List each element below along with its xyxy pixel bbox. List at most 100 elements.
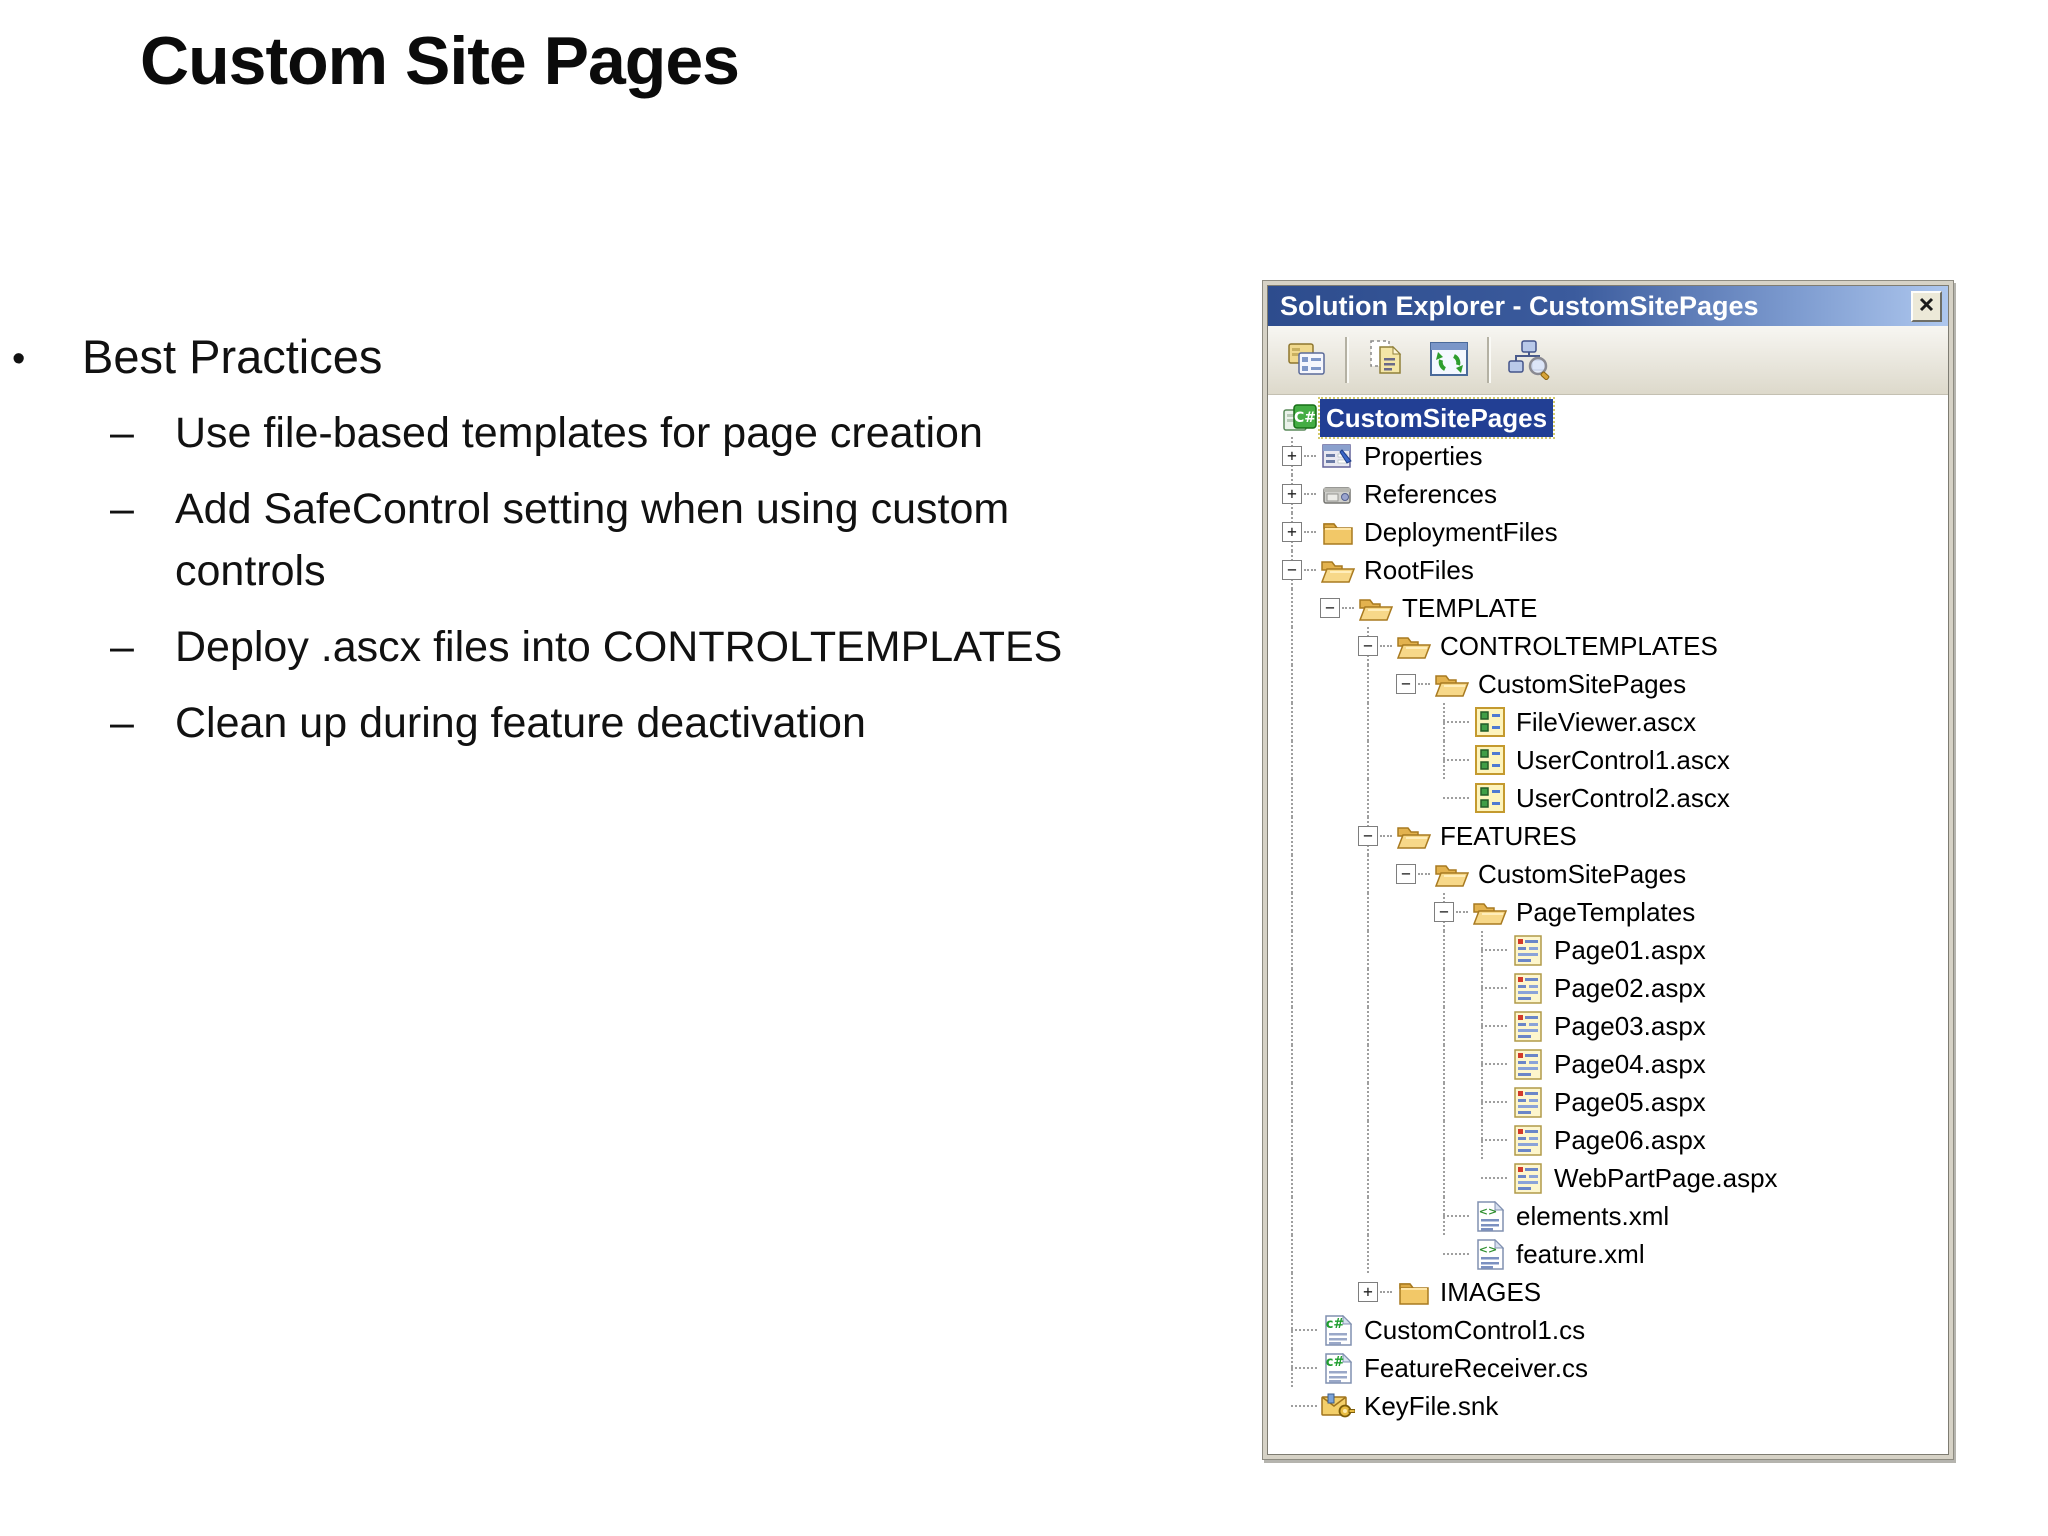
tree-guide-line bbox=[1291, 1121, 1293, 1159]
tree-guide-line bbox=[1443, 1159, 1445, 1197]
tree-guide-line bbox=[1367, 779, 1369, 817]
tree-guide-line bbox=[1367, 893, 1369, 931]
solution-tree: C#CustomSitePages+Properties+References+… bbox=[1268, 395, 1948, 1454]
tree-guide-line bbox=[1367, 1121, 1369, 1159]
tree-item-label[interactable]: elements.xml bbox=[1516, 1201, 1670, 1231]
tree-guide-line bbox=[1367, 1007, 1369, 1045]
collapse-toggle[interactable]: − bbox=[1282, 560, 1302, 580]
close-x-icon bbox=[1918, 296, 1935, 316]
tree-item-label[interactable]: CustomControl1.cs bbox=[1364, 1315, 1586, 1345]
tree-row: <> feature.xml bbox=[1268, 1235, 1948, 1273]
solution-explorer-titlebar[interactable]: Solution Explorer - CustomSitePages bbox=[1268, 286, 1948, 326]
tree-row: − TEMPLATE bbox=[1268, 589, 1948, 627]
sub-bullet-item: –Clean up during feature deactivation bbox=[0, 692, 1120, 754]
tree-item-label[interactable]: FeatureReceiver.cs bbox=[1364, 1353, 1588, 1383]
tree-row: − FEATURES bbox=[1268, 817, 1948, 855]
tree-item-label[interactable]: CustomSitePages bbox=[1317, 397, 1556, 439]
expand-toggle[interactable]: + bbox=[1282, 522, 1302, 542]
tree-guide-line bbox=[1291, 1235, 1293, 1273]
refresh-button[interactable] bbox=[1420, 332, 1478, 388]
close-button[interactable] bbox=[1911, 290, 1942, 322]
tree-item-label[interactable]: Page03.aspx bbox=[1554, 1011, 1706, 1041]
expand-toggle[interactable]: + bbox=[1282, 484, 1302, 504]
dash-marker: – bbox=[110, 623, 134, 671]
expand-toggle[interactable]: + bbox=[1282, 446, 1302, 466]
tree-connector bbox=[1380, 1291, 1392, 1293]
refresh-icon bbox=[1427, 338, 1471, 383]
tree-item-label[interactable]: KeyFile.snk bbox=[1364, 1391, 1499, 1421]
collapse-toggle[interactable]: − bbox=[1396, 864, 1416, 884]
aspx-icon bbox=[1510, 1162, 1546, 1194]
tree-item-label[interactable]: UserControl2.ascx bbox=[1516, 783, 1730, 813]
slide-title: Custom Site Pages bbox=[140, 23, 740, 99]
expand-toggle[interactable]: + bbox=[1358, 1282, 1378, 1302]
titlebar-title: Solution Explorer - CustomSitePages bbox=[1280, 290, 1759, 321]
tree-guide-line bbox=[1291, 589, 1293, 627]
tree-connector bbox=[1304, 531, 1316, 533]
tree-item-label[interactable]: Page05.aspx bbox=[1554, 1087, 1706, 1117]
solution-explorer-frame: Solution Explorer - CustomSitePages C#Cu… bbox=[1267, 285, 1949, 1455]
folder-open-icon bbox=[1396, 630, 1432, 662]
bullet-text: Best Practices bbox=[82, 330, 383, 383]
collapse-toggle[interactable]: − bbox=[1434, 902, 1454, 922]
snk-icon bbox=[1320, 1390, 1356, 1422]
tree-item-label[interactable]: References bbox=[1364, 479, 1497, 509]
tree-item-label[interactable]: Page01.aspx bbox=[1554, 935, 1706, 965]
tree-connector bbox=[1418, 683, 1430, 685]
aspx-icon bbox=[1510, 972, 1546, 1004]
tree-item-label[interactable]: Page04.aspx bbox=[1554, 1049, 1706, 1079]
tree-row: − PageTemplates bbox=[1268, 893, 1948, 931]
tree-item-label[interactable]: UserControl1.ascx bbox=[1516, 745, 1730, 775]
tree-guide-line bbox=[1443, 1007, 1445, 1045]
toolbar-separator bbox=[1487, 337, 1491, 383]
tree-item-label[interactable]: Page02.aspx bbox=[1554, 973, 1706, 1003]
aspx-icon bbox=[1510, 1010, 1546, 1042]
cs-icon: c# bbox=[1320, 1352, 1356, 1384]
tree-connector bbox=[1443, 1253, 1469, 1255]
aspx-icon bbox=[1510, 934, 1546, 966]
project-icon: C# bbox=[1282, 402, 1318, 434]
collapse-toggle[interactable]: − bbox=[1320, 598, 1340, 618]
tree-row: c# FeatureReceiver.cs bbox=[1268, 1349, 1948, 1387]
tree-guide-line bbox=[1291, 1159, 1293, 1197]
tree-item-label[interactable]: TEMPLATE bbox=[1402, 593, 1538, 623]
tree-item-label[interactable]: RootFiles bbox=[1364, 555, 1474, 585]
tree-connector bbox=[1380, 645, 1392, 647]
tree-guide-line bbox=[1443, 969, 1445, 1007]
tree-guide-line bbox=[1291, 665, 1293, 703]
tree-guide-line bbox=[1443, 931, 1445, 969]
folder-closed-icon bbox=[1396, 1276, 1432, 1308]
properties-window-button[interactable] bbox=[1278, 332, 1336, 388]
tree-connector bbox=[1481, 1063, 1507, 1065]
tree-item-label[interactable]: FileViewer.ascx bbox=[1516, 707, 1697, 737]
tree-connector bbox=[1481, 987, 1507, 989]
tree-item-label[interactable]: PageTemplates bbox=[1516, 897, 1696, 927]
tree-guide-line bbox=[1291, 1273, 1293, 1311]
tree-item-label[interactable]: CustomSitePages bbox=[1478, 669, 1687, 699]
tree-item-label[interactable]: Properties bbox=[1364, 441, 1483, 471]
tree-item-label[interactable]: FEATURES bbox=[1440, 821, 1577, 851]
tree-item-label[interactable]: CONTROLTEMPLATES bbox=[1440, 631, 1718, 661]
sub-bullet-item: –Use file-based templates for page creat… bbox=[0, 402, 1120, 464]
collapse-toggle[interactable]: − bbox=[1396, 674, 1416, 694]
tree-item-label[interactable]: DeploymentFiles bbox=[1364, 517, 1558, 547]
tree-connector bbox=[1380, 835, 1392, 837]
svg-text:c#: c# bbox=[1325, 1355, 1344, 1370]
collapse-toggle[interactable]: − bbox=[1358, 636, 1378, 656]
svg-text:<>: <> bbox=[1478, 1243, 1496, 1256]
tree-row: − RootFiles bbox=[1268, 551, 1948, 589]
tree-item-label[interactable]: CustomSitePages bbox=[1478, 859, 1687, 889]
tree-row: + DeploymentFiles bbox=[1268, 513, 1948, 551]
tree-item-label[interactable]: WebPartPage.aspx bbox=[1554, 1163, 1778, 1193]
tree-item-label[interactable]: feature.xml bbox=[1516, 1239, 1645, 1269]
tree-connector bbox=[1481, 1101, 1507, 1103]
tree-row: WebPartPage.aspx bbox=[1268, 1159, 1948, 1197]
dash-marker: – bbox=[110, 699, 134, 747]
tree-connector bbox=[1481, 949, 1507, 951]
tree-item-label[interactable]: IMAGES bbox=[1440, 1277, 1542, 1307]
tree-row: − CustomSitePages bbox=[1268, 665, 1948, 703]
view-class-diagram-button[interactable] bbox=[1500, 332, 1558, 388]
collapse-toggle[interactable]: − bbox=[1358, 826, 1378, 846]
show-all-files-button[interactable] bbox=[1358, 332, 1416, 388]
tree-item-label[interactable]: Page06.aspx bbox=[1554, 1125, 1706, 1155]
